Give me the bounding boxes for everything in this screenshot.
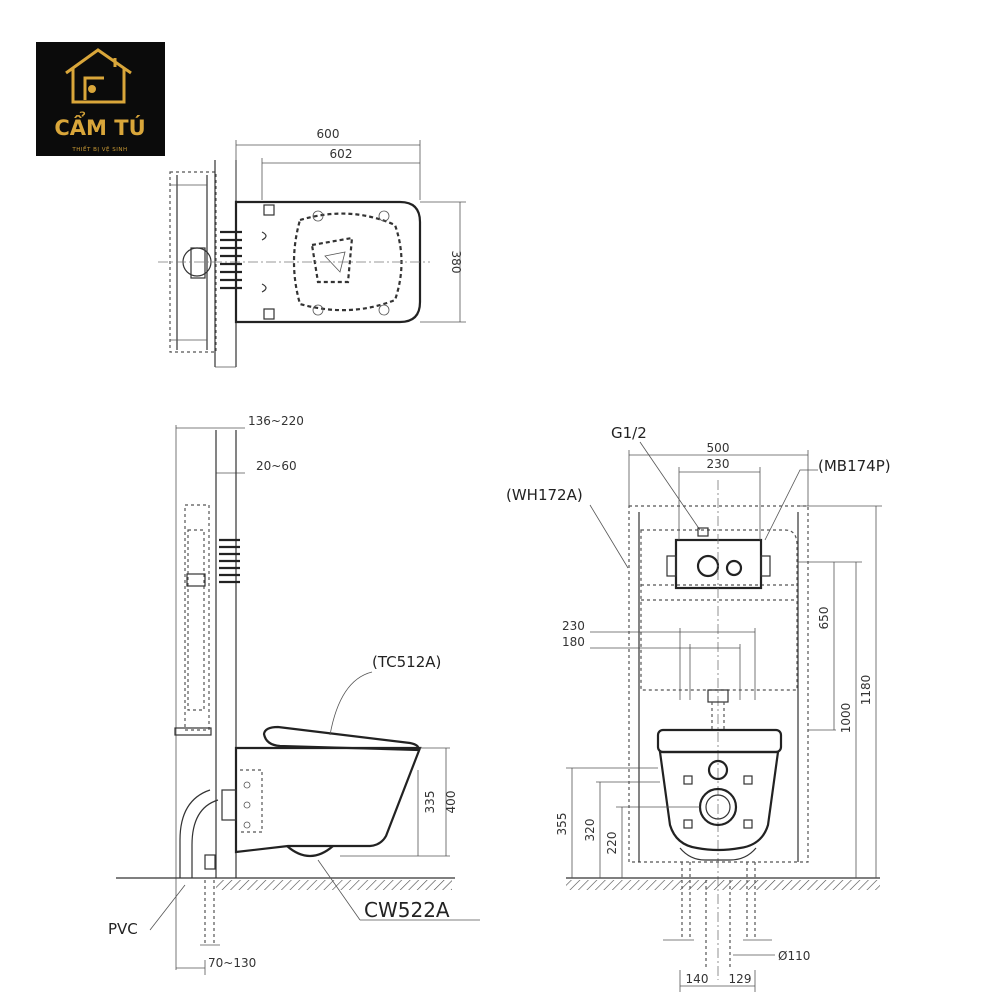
brand-logo: CẨM TÚ THIẾT BỊ VỆ SINH (36, 42, 165, 156)
flush-button-small-icon (725, 559, 743, 577)
dim-wall-gap: 20~60 (256, 459, 297, 473)
floor-hatch (216, 880, 452, 890)
side-view: 136~220 20~60 (108, 414, 480, 975)
connector-fins (220, 230, 242, 290)
dim-frame-width: 500 (707, 441, 730, 455)
supply-label: G1/2 (611, 424, 647, 442)
dim-height-total: 1180 (859, 675, 873, 706)
dim-pipe-diameter: Ø110 (778, 949, 810, 963)
dim-height-seat: 400 (444, 791, 458, 814)
seat-model-label: (TC512A) (372, 653, 441, 671)
dim-height-plate: 650 (817, 607, 831, 630)
dim-bolt-outer: 230 (562, 619, 585, 633)
dim-height-mid: 1000 (839, 703, 853, 734)
dim-width-outer: 600 (317, 127, 340, 141)
dim-height-355: 355 (555, 813, 569, 836)
dim-offset-right: 129 (729, 972, 752, 986)
top-view: 600 602 380 (158, 127, 466, 368)
front-floor-hatch (566, 880, 880, 890)
dim-height-220: 220 (605, 832, 619, 855)
front-view: 500 230 G1/2 (MB174P) (WH172A) 230 180 (506, 424, 891, 992)
bowl-model-label: CW522A (364, 898, 450, 922)
dim-bolt-inner: 180 (562, 635, 585, 649)
dim-height-320: 320 (583, 819, 597, 842)
dim-wall-depth: 136~220 (248, 414, 304, 428)
dim-depth: 380 (449, 251, 463, 274)
dim-width-inner: 602 (330, 147, 353, 161)
logo-name: CẨM TÚ (54, 112, 145, 140)
front-seat (656, 728, 783, 754)
flush-button-large-icon (696, 554, 720, 578)
dim-plate-width: 230 (707, 457, 730, 471)
frame-model-label: (WH172A) (506, 486, 583, 504)
side-connector-fins (219, 538, 240, 584)
dim-offset-left: 140 (686, 972, 709, 986)
dim-height-rim: 335 (423, 791, 437, 814)
house-logo-icon (65, 48, 132, 104)
plate-model-label: (MB174P) (818, 457, 891, 475)
logo-tagline: THIẾT BỊ VỆ SINH (71, 145, 127, 153)
dim-floor-offset: 70~130 (208, 956, 256, 970)
pvc-label: PVC (108, 920, 138, 938)
